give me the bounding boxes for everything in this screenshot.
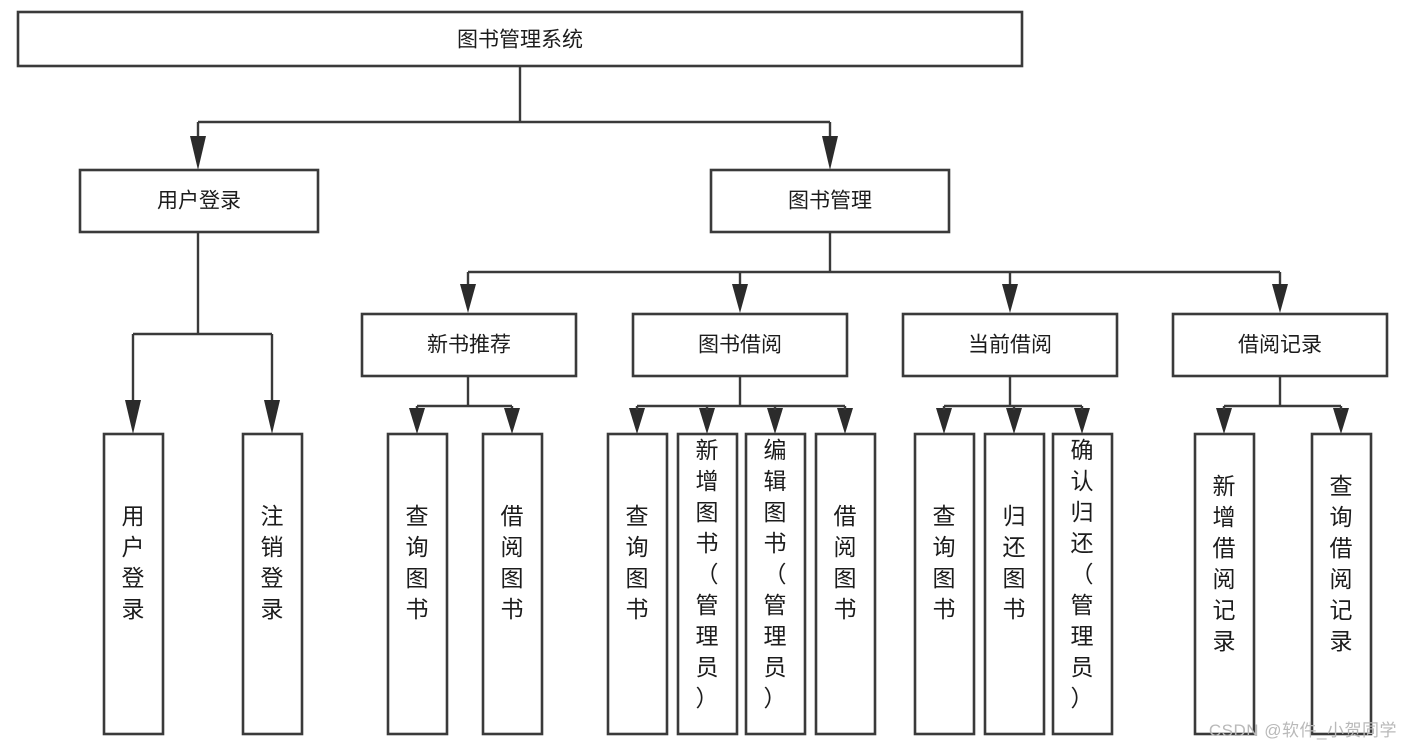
node-leaf-borrow-book-1[interactable]: 借阅图书 [481,432,544,736]
node-leaf-query-book-2-label: 查询图书 [626,503,649,622]
arrow-head-new-book-rec [460,284,476,313]
node-leaf-user-logout-label: 注销登录 [261,503,284,622]
node-leaf-query-book-1-box[interactable] [386,432,449,736]
node-new-book-rec[interactable]: 新书推荐 [360,312,578,378]
node-new-book-rec-box[interactable] [360,312,578,378]
arrow-head-leaf-borrow-book-1 [504,408,520,434]
node-leaf-query-book-2-box[interactable] [606,432,669,736]
node-leaf-confirm-return-box[interactable] [1051,432,1114,736]
arrow-head-leaf-user-login [125,400,141,434]
node-leaf-query-book-1[interactable]: 查询图书 [386,432,449,736]
node-current-borrow-label: 当前借阅 [968,334,1052,357]
node-new-book-rec-label: 新书推荐 [427,334,511,357]
node-leaf-edit-book-label: 编辑图书（管理员） [764,437,787,711]
arrow-head-borrow-record [1272,284,1288,313]
arrow-head-leaf-query-book-1 [409,408,425,434]
node-leaf-user-login-label: 用户登录 [122,503,145,622]
node-leaf-query-book-3-box[interactable] [913,432,976,736]
node-borrow-record-box[interactable] [1171,312,1389,378]
node-leaf-confirm-return[interactable]: 确认归还（管理员） [1051,432,1114,736]
arrow-head-book-manage [822,136,838,170]
arrow-head-current-borrow [1002,284,1018,313]
arrow-head-leaf-edit-book [767,408,783,434]
node-borrow-record-label: 借阅记录 [1238,334,1322,357]
arrow-head-leaf-return-book [1006,408,1022,434]
node-book-borrow[interactable]: 图书借阅 [631,312,849,378]
node-root-box[interactable] [16,10,1024,68]
node-leaf-return-book-label: 归还图书 [1003,503,1026,622]
node-leaf-query-record-label: 查询借阅记录 [1330,473,1353,654]
node-leaf-add-book-box[interactable] [676,432,739,736]
arrow-head-leaf-borrow-book-2 [837,408,853,434]
arrow-head-leaf-query-book-3 [936,408,952,434]
node-leaf-add-book-label: 新增图书（管理员） [696,437,719,711]
node-leaf-edit-book[interactable]: 编辑图书（管理员） [744,432,807,736]
arrow-head-leaf-add-record [1216,408,1232,434]
node-leaf-edit-book-box[interactable] [744,432,807,736]
node-leaf-add-record-box[interactable] [1193,432,1256,736]
node-leaf-query-book-3[interactable]: 查询图书 [913,432,976,736]
node-leaf-user-logout-box[interactable] [241,432,304,736]
arrow-head-leaf-confirm-return [1074,408,1090,434]
node-leaf-query-book-2[interactable]: 查询图书 [606,432,669,736]
node-leaf-query-book-1-label: 查询图书 [406,503,429,622]
node-current-borrow[interactable]: 当前借阅 [901,312,1119,378]
node-leaf-add-record-label: 新增借阅记录 [1213,473,1236,654]
node-current-borrow-box[interactable] [901,312,1119,378]
node-leaf-query-record[interactable]: 查询借阅记录 [1310,432,1373,736]
node-leaf-borrow-book-2[interactable]: 借阅图书 [814,432,877,736]
node-book-manage[interactable]: 图书管理 [709,168,951,234]
connector-layer [125,66,1349,434]
node-book-borrow-label: 图书借阅 [698,334,782,357]
node-user-login[interactable]: 用户登录 [78,168,320,234]
node-leaf-user-login[interactable]: 用户登录 [102,432,165,736]
node-book-manage-label: 图书管理 [788,190,872,213]
node-leaf-borrow-book-2-box[interactable] [814,432,877,736]
node-root-label: 图书管理系统 [457,29,583,52]
node-leaf-add-book[interactable]: 新增图书（管理员） [676,432,739,736]
node-leaf-user-logout[interactable]: 注销登录 [241,432,304,736]
node-leaf-return-book[interactable]: 归还图书 [983,432,1046,736]
node-leaf-borrow-book-1-box[interactable] [481,432,544,736]
arrow-head-user-login [190,136,206,170]
node-book-manage-box[interactable] [709,168,951,234]
arrow-head-leaf-query-record [1333,408,1349,434]
node-user-login-box[interactable] [78,168,320,234]
arrow-head-book-borrow [732,284,748,313]
node-leaf-query-book-3-label: 查询图书 [933,503,956,622]
node-leaf-add-record[interactable]: 新增借阅记录 [1193,432,1256,736]
node-leaf-query-record-box[interactable] [1310,432,1373,736]
arrow-head-leaf-query-book-2 [629,408,645,434]
node-leaf-confirm-return-label: 确认归还（管理员） [1071,437,1094,711]
node-root[interactable]: 图书管理系统 [16,10,1024,68]
node-leaf-borrow-book-1-label: 借阅图书 [501,503,524,622]
node-borrow-record[interactable]: 借阅记录 [1171,312,1389,378]
node-leaf-return-book-box[interactable] [983,432,1046,736]
node-book-borrow-box[interactable] [631,312,849,378]
arrow-head-leaf-user-logout [264,400,280,434]
arrow-head-leaf-add-book [699,408,715,434]
node-user-login-label: 用户登录 [157,190,241,213]
node-leaf-user-login-box[interactable] [102,432,165,736]
node-leaf-borrow-book-2-label: 借阅图书 [834,503,857,622]
